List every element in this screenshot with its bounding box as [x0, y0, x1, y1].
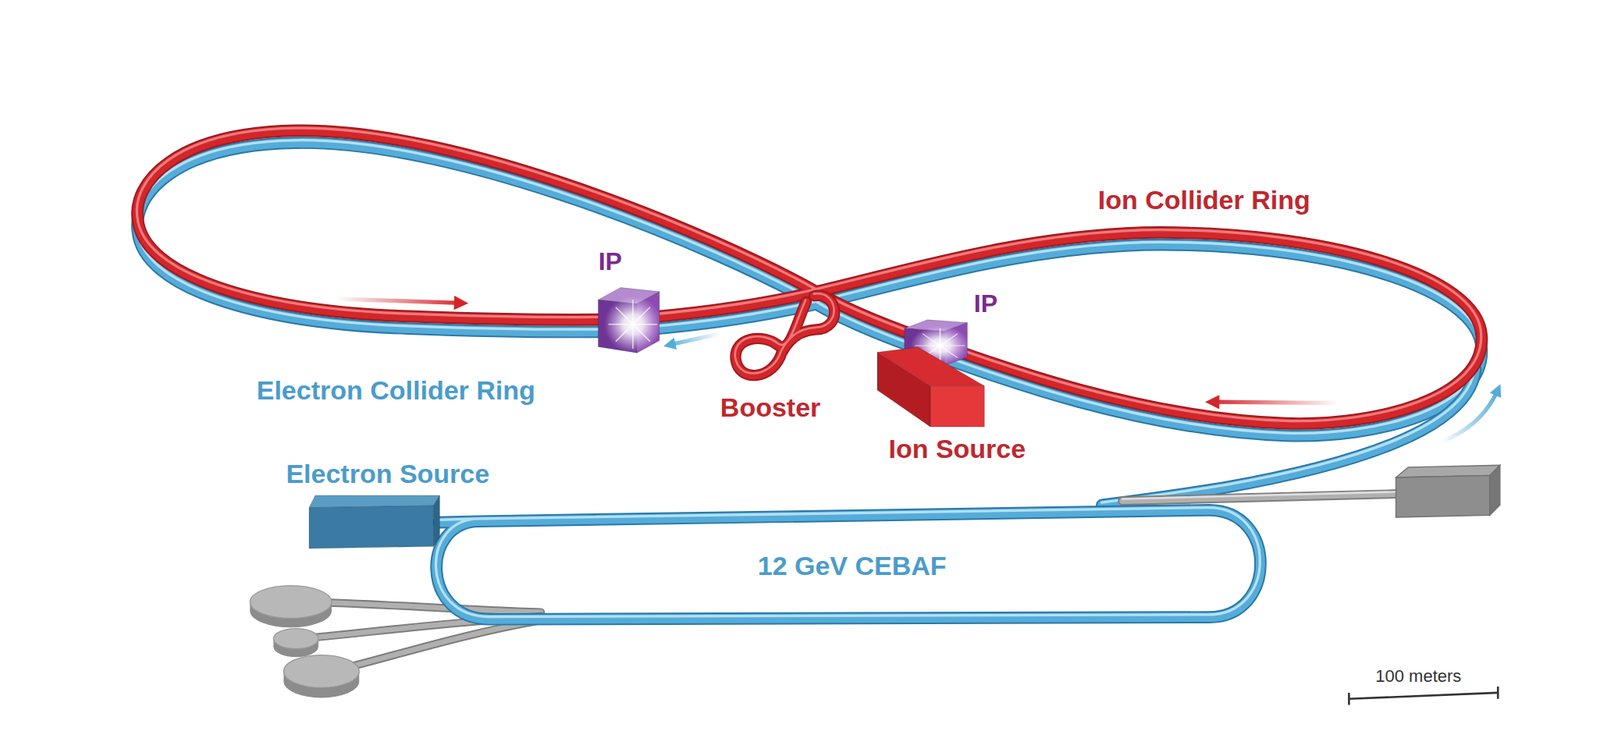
collision-ray [939, 344, 965, 346]
ion-source-face [877, 347, 985, 387]
interaction-point-label: IP [598, 248, 623, 276]
interaction-point: IP [587, 248, 665, 358]
collision-ray [939, 328, 942, 346]
collision-ray [615, 307, 633, 325]
collision-ray [632, 323, 658, 326]
booster-ring [736, 295, 836, 376]
hall-beamline [305, 602, 541, 613]
ion-ring [137, 130, 1482, 424]
collision-ray [632, 299, 634, 324]
collision-ray [922, 333, 941, 346]
electron-source-label: Electron Source [285, 459, 490, 489]
ion-direction-arrow [1212, 401, 1339, 403]
ion-ring [137, 130, 1482, 424]
collision-ray [939, 333, 958, 346]
ring-label: Ion Collider Ring [1098, 185, 1311, 215]
ion-source-shape [877, 347, 990, 431]
box-side [1489, 465, 1501, 516]
collision-ray [615, 324, 633, 342]
ring-label: Electron Collider Ring [256, 376, 536, 406]
cebaf-racetrack [436, 510, 1261, 620]
electron-source-face [309, 505, 434, 549]
hall-beamline [331, 620, 541, 672]
hall-top [249, 586, 332, 619]
booster-highlight [735, 293, 835, 374]
scale-label: 100 meters [1375, 667, 1462, 687]
collision-ray [632, 324, 634, 349]
hall-top [283, 655, 360, 689]
hall-beamline [331, 620, 541, 672]
electron-source-face [433, 495, 441, 547]
collision-ray [632, 324, 651, 342]
ion-ring-highlight [136, 128, 1481, 422]
ion-source-label: Ion Source [888, 434, 1026, 464]
component-label: Booster [720, 393, 821, 423]
cebaf-racetrack [436, 510, 1261, 620]
booster-ring [736, 295, 836, 376]
ion-direction-arrow [336, 298, 462, 303]
electron-direction-arrow [1440, 390, 1498, 443]
ion-source-face [930, 385, 985, 427]
box-front [1396, 475, 1490, 518]
collision-ray [608, 323, 633, 326]
scale-bar-tick [1348, 686, 1498, 706]
collision-ray [939, 345, 958, 359]
ion-source: Ion Source [872, 342, 1045, 468]
electron-source: Electron Source [263, 457, 512, 552]
interaction-point-label: IP [974, 290, 998, 318]
hall-top [273, 629, 319, 650]
cebaf-highlight [435, 508, 1260, 618]
collision-ray [632, 307, 651, 325]
electron-source-shape [309, 495, 442, 549]
accelerator-label: 12 GeV CEBAF [757, 551, 947, 581]
hall-beamline [305, 602, 541, 613]
collision-glow [604, 295, 662, 353]
scale-bar [1348, 693, 1498, 700]
beam-dump-box [1396, 465, 1501, 518]
experimental-halls [249, 586, 360, 699]
extraction-line-highlight [1122, 491, 1401, 499]
electron-direction-arrow [669, 334, 721, 345]
interaction-point-shape [590, 285, 662, 356]
collision-ray [914, 344, 940, 346]
